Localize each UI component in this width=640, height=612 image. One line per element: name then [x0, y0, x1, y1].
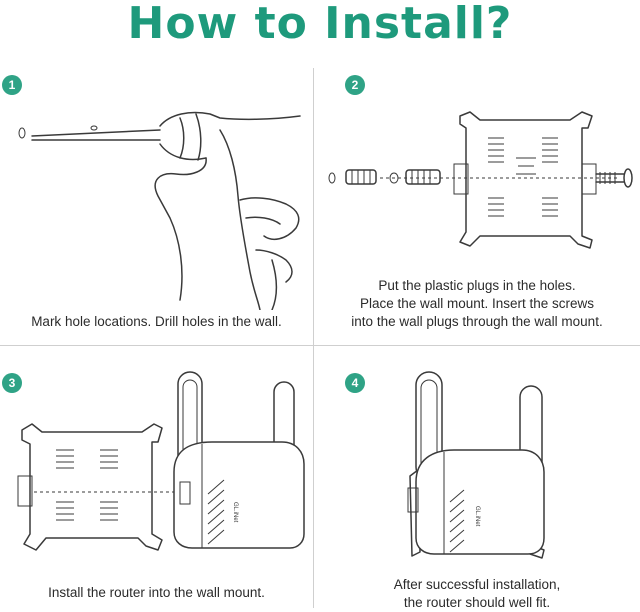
- router-brand-label-2: GL.iNet: [474, 506, 480, 527]
- router-brand-label: GL.iNet: [232, 502, 238, 523]
- step-2-badge: 2: [345, 75, 365, 95]
- step-2-caption: Put the plastic plugs in the holes. Plac…: [314, 277, 640, 331]
- step-2-caption-line-2: Place the wall mount. Insert the screws: [314, 295, 640, 313]
- step-4-caption: After successful installation, the route…: [314, 576, 640, 612]
- step-3-caption: Install the router into the wall mount.: [0, 584, 313, 602]
- router-mounted-icon: GL.iNet: [402, 370, 552, 571]
- router-insert-icon: GL.iNet: [12, 364, 308, 569]
- vertical-divider: [313, 68, 314, 608]
- step-1-caption: Mark hole locations. Drill holes in the …: [0, 313, 313, 331]
- step-4-caption-line-1: After successful installation,: [314, 576, 640, 594]
- step-2-caption-line-1: Put the plastic plugs in the holes.: [314, 277, 640, 295]
- step-4-caption-line-2: the router should well fit.: [314, 594, 640, 612]
- page-title: How to Install?: [0, 0, 640, 50]
- step-4-badge: 4: [345, 373, 365, 393]
- wall-mount-screws-icon: [320, 106, 635, 261]
- step-2-caption-line-3: into the wall plugs through the wall mou…: [314, 313, 640, 331]
- step-1-badge: 1: [2, 75, 22, 95]
- horizontal-divider: [0, 345, 640, 346]
- drill-icon: [10, 100, 305, 315]
